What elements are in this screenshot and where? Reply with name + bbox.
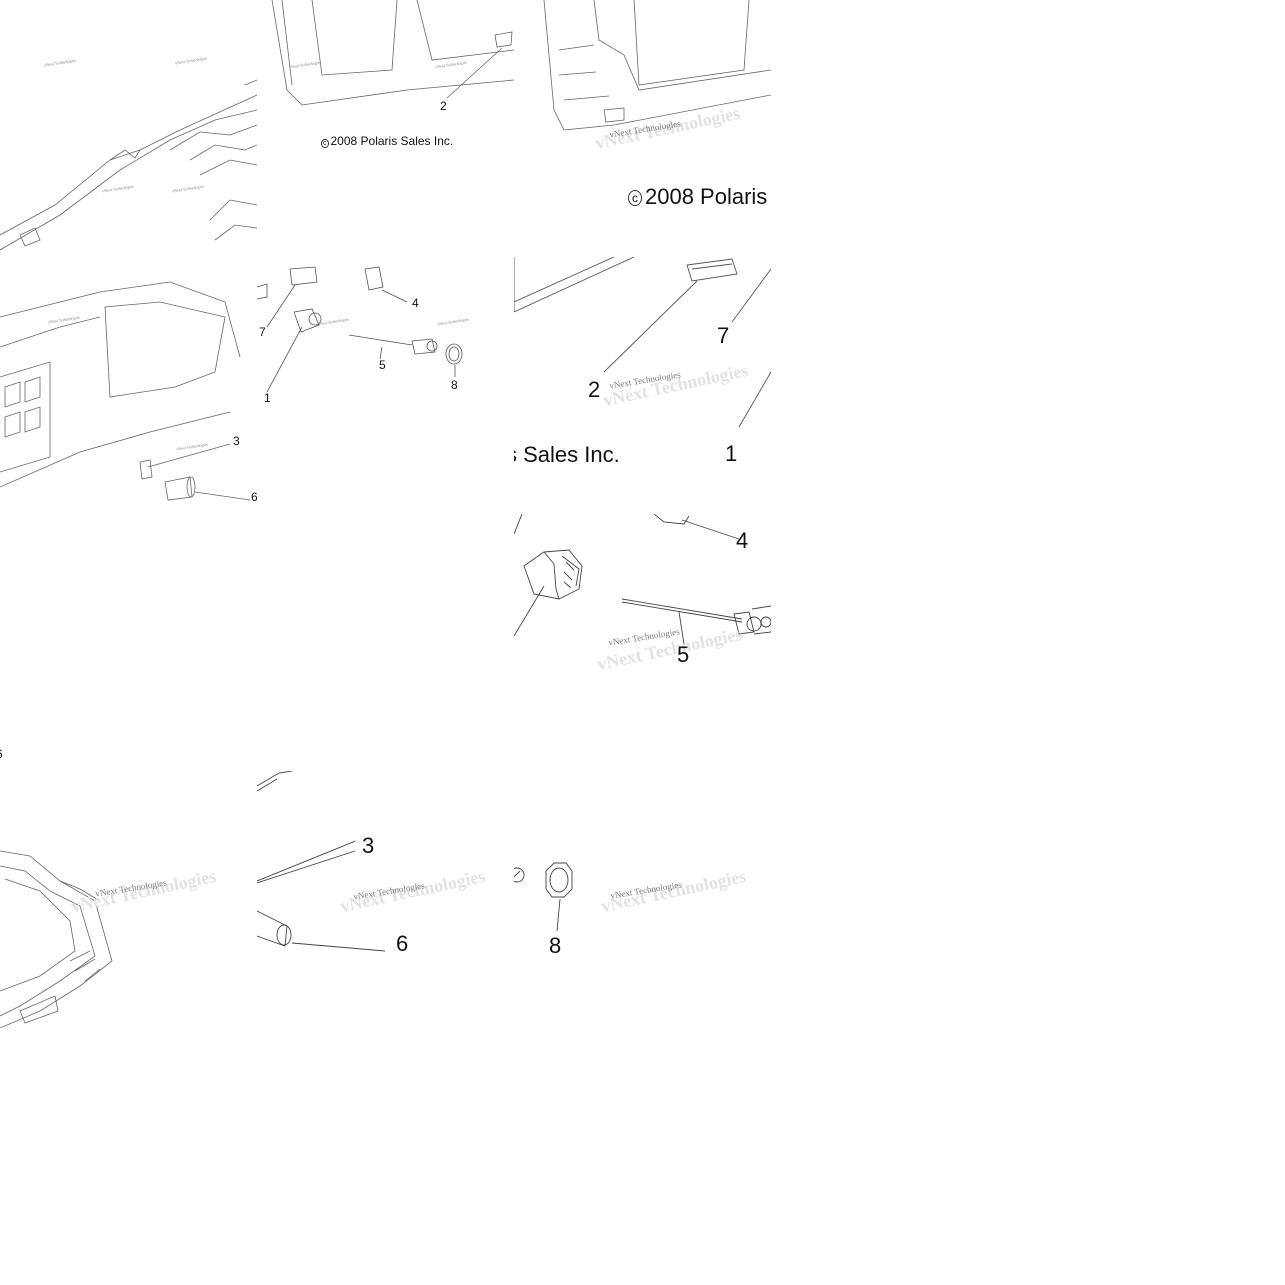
tile-r4-c3: vNext Technologies vNext Technologies 8 bbox=[514, 771, 771, 1028]
callout-7: 7 bbox=[259, 325, 266, 339]
tile-r1-c2: vNext Technologies vNext Technologies 2 … bbox=[257, 0, 514, 257]
dashboard-drawing bbox=[0, 850, 113, 1028]
tile-r3-c1: 6 bbox=[0, 514, 257, 771]
callout-2: 2 bbox=[440, 99, 447, 113]
tile-r2-c1: vNext Technologies vNext Technologies 3 … bbox=[0, 257, 257, 514]
parts-drawing bbox=[514, 257, 771, 428]
callout-1: 1 bbox=[264, 391, 271, 405]
callout-6: 6 bbox=[251, 490, 257, 504]
tile-r1-c1: vNext Technologies vNext Technologies vN… bbox=[0, 0, 257, 257]
parts-drawing bbox=[257, 771, 386, 952]
callout-1: 1 bbox=[725, 441, 738, 466]
tile-r3-c2 bbox=[257, 514, 514, 771]
tile-r2-c2: vNext Technologies vNext Technologies 7 … bbox=[257, 257, 514, 514]
tile-r4-c2: vNext Technologies vNext Technologies 3 … bbox=[257, 771, 514, 1028]
copyright-fragment: s Sales Inc. bbox=[514, 442, 620, 467]
dashboard-drawing bbox=[271, 0, 514, 106]
parts-drawing bbox=[514, 862, 573, 932]
tile-r3-c3: vNext Technologies vNext Technologies 4 … bbox=[514, 514, 771, 771]
parts-drawing bbox=[257, 266, 463, 393]
dashboard-drawing bbox=[0, 281, 251, 501]
copyright-symbol: c bbox=[628, 190, 642, 207]
callout-6: 6 bbox=[0, 748, 3, 760]
callout-4: 4 bbox=[412, 296, 419, 310]
dashboard-drawing bbox=[543, 0, 771, 131]
tile-r4-c1: vNext Technologies vNext Technologies bbox=[0, 771, 257, 1028]
callout-3: 3 bbox=[233, 434, 240, 448]
callout-7: 7 bbox=[717, 323, 730, 348]
callout-8: 8 bbox=[549, 933, 562, 958]
callout-8: 8 bbox=[451, 378, 458, 392]
callout-4: 4 bbox=[736, 528, 749, 553]
callout-3: 3 bbox=[362, 833, 375, 858]
copyright-symbol: c bbox=[321, 139, 329, 148]
tile-r2-c3: vNext Technologies vNext Technologies 7 … bbox=[514, 257, 771, 514]
callout-6: 6 bbox=[396, 931, 409, 956]
parts-drawing bbox=[514, 514, 771, 645]
callout-2: 2 bbox=[588, 377, 601, 402]
callout-5: 5 bbox=[379, 358, 386, 372]
dashboard-drawing bbox=[0, 79, 257, 251]
callout-5: 5 bbox=[677, 642, 690, 667]
